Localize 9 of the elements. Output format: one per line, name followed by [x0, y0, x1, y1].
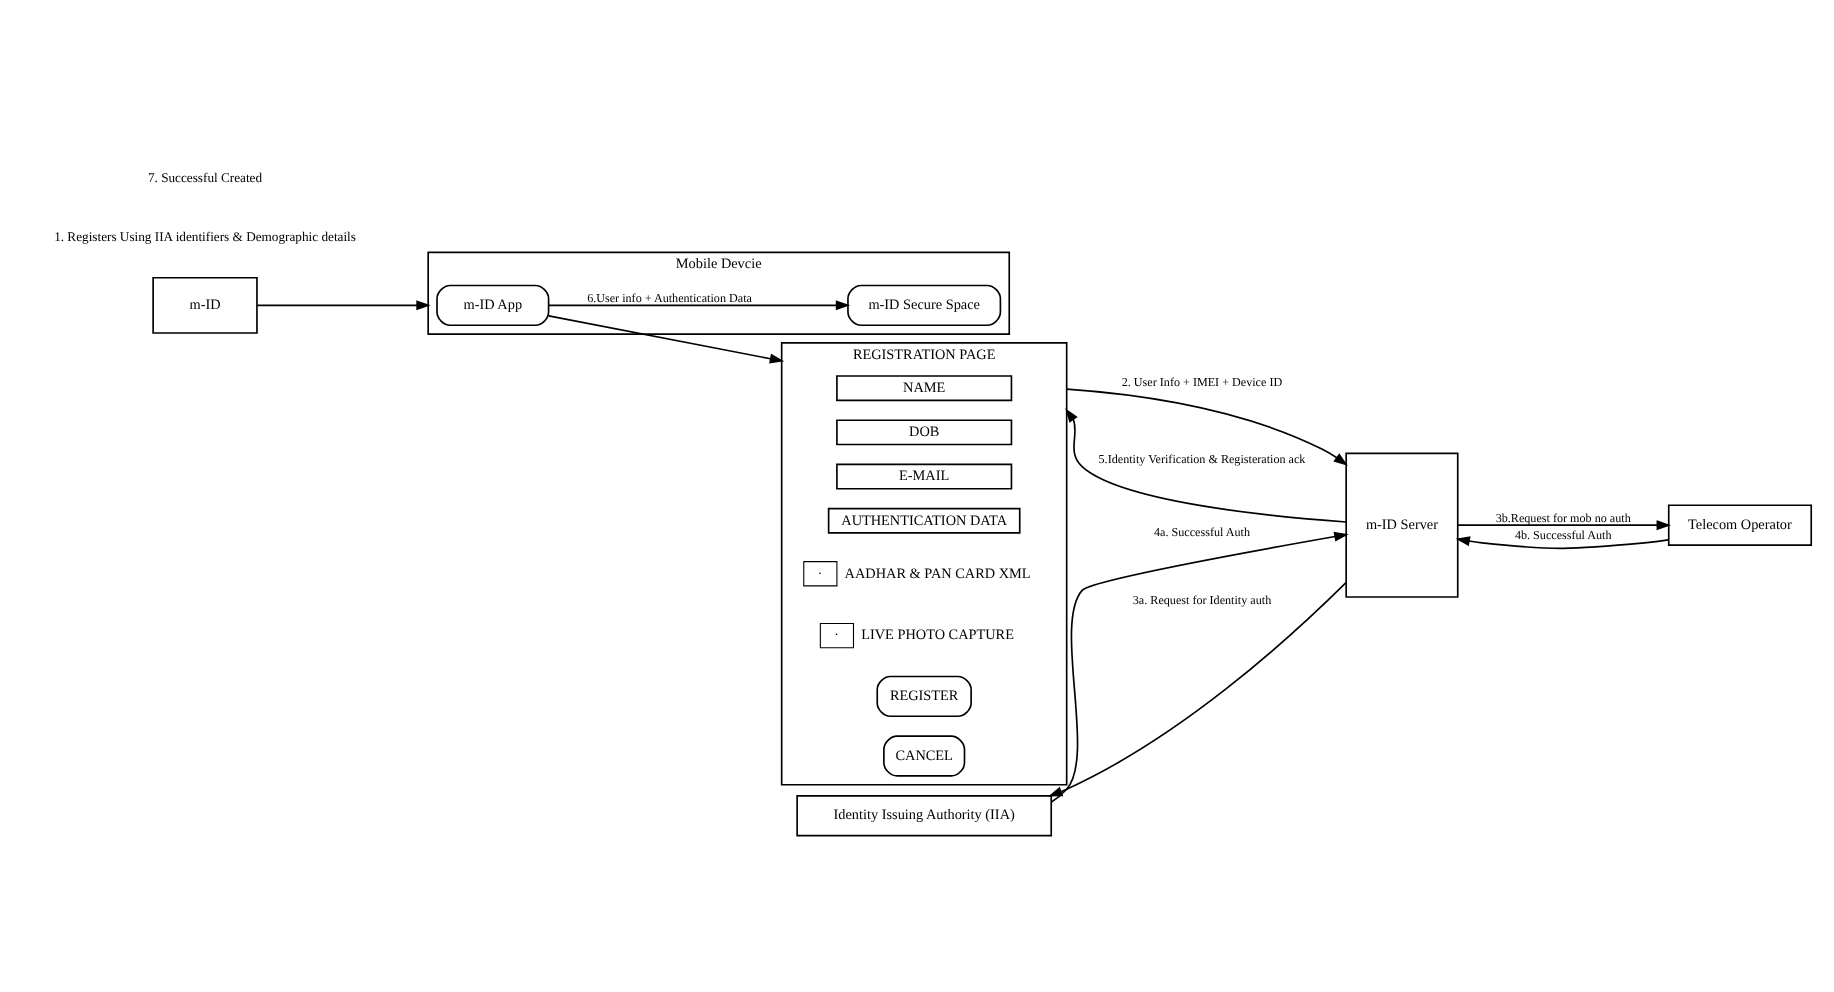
arrow	[1065, 387, 1348, 465]
arrow	[1048, 580, 1347, 796]
arrow	[1050, 530, 1349, 802]
arrow	[547, 314, 785, 363]
arrow	[256, 299, 431, 310]
arrow	[1456, 519, 1671, 530]
arrow	[1455, 535, 1670, 549]
arrow	[1065, 407, 1347, 522]
arrow	[547, 299, 851, 310]
